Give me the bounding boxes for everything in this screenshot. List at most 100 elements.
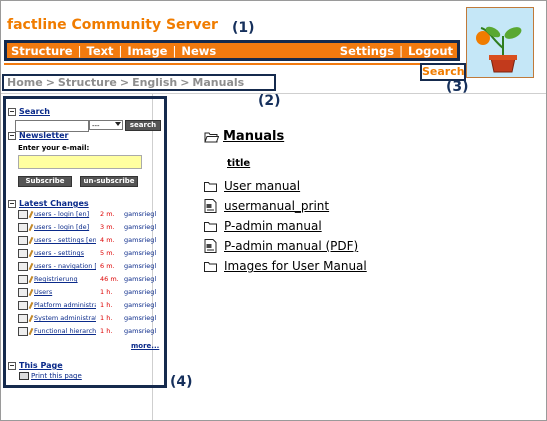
content-top-rule bbox=[1, 93, 546, 94]
page-type-icon bbox=[18, 248, 28, 258]
callout-3: (3) bbox=[446, 79, 469, 95]
column-header-title[interactable]: title bbox=[227, 158, 251, 169]
search-link[interactable]: Search bbox=[420, 63, 466, 81]
unsubscribe-button[interactable]: un-subscribe bbox=[80, 176, 138, 187]
list-item[interactable]: User manual bbox=[204, 179, 300, 193]
change-user[interactable]: gamsriegl bbox=[124, 314, 157, 322]
list-item-label: P-admin manual bbox=[224, 219, 322, 233]
change-row: Users 1 h. gamsriegl bbox=[18, 287, 168, 297]
list-item[interactable]: Images for User Manual bbox=[204, 259, 367, 273]
edit-pencil-icon bbox=[28, 210, 34, 218]
breadcrumb-separator: > bbox=[119, 76, 130, 89]
breadcrumb-english[interactable]: English bbox=[132, 76, 178, 89]
change-row: Registrierung 46 m. gamsriegl bbox=[18, 274, 168, 284]
change-user[interactable]: gamsriegl bbox=[124, 223, 157, 231]
document-icon bbox=[204, 199, 217, 213]
edit-pencil-icon bbox=[28, 314, 34, 322]
change-link[interactable]: users - settings [en] bbox=[34, 236, 96, 244]
nav-text[interactable]: Text bbox=[86, 43, 114, 58]
page-type-icon bbox=[18, 235, 28, 245]
change-user[interactable]: gamsriegl bbox=[124, 288, 157, 296]
chevron-down-icon bbox=[115, 122, 121, 126]
collapse-icon[interactable] bbox=[8, 107, 16, 116]
change-row: System administrat 1 h. gamsriegl bbox=[18, 313, 168, 323]
change-user[interactable]: gamsriegl bbox=[124, 249, 157, 257]
collapse-icon[interactable] bbox=[8, 131, 16, 140]
nav-structure[interactable]: Structure bbox=[11, 43, 73, 58]
printer-icon bbox=[19, 372, 29, 380]
change-row: users - navigation [e 6 m. gamsriegl bbox=[18, 261, 168, 271]
list-item-label: Images for User Manual bbox=[224, 259, 367, 273]
print-page-link[interactable]: Print this page bbox=[19, 372, 82, 380]
collapse-icon[interactable] bbox=[8, 361, 16, 370]
change-link[interactable]: Registrierung bbox=[34, 275, 78, 283]
nav-image[interactable]: Image bbox=[127, 43, 168, 58]
callout-2: (2) bbox=[258, 93, 281, 109]
email-field[interactable] bbox=[18, 155, 142, 169]
change-user[interactable]: gamsriegl bbox=[124, 275, 157, 283]
more-link[interactable]: more... bbox=[131, 342, 160, 350]
change-time: 4 m. bbox=[100, 236, 115, 244]
change-time: 6 m. bbox=[100, 262, 115, 270]
change-user[interactable]: gamsriegl bbox=[124, 301, 157, 309]
list-item[interactable]: usermanual_print bbox=[204, 199, 329, 213]
nav-news[interactable]: News bbox=[181, 43, 217, 58]
folder-icon bbox=[204, 221, 217, 232]
list-item[interactable]: P-admin manual bbox=[204, 219, 322, 233]
list-item[interactable]: P-admin manual (PDF) bbox=[204, 239, 358, 253]
change-link[interactable]: System administrat bbox=[34, 314, 96, 322]
change-link[interactable]: users - navigation [e bbox=[34, 262, 96, 270]
page-type-icon bbox=[18, 313, 28, 323]
change-user[interactable]: gamsriegl bbox=[124, 210, 157, 218]
list-item-label: P-admin manual (PDF) bbox=[224, 239, 359, 253]
search-section-label: Search bbox=[19, 107, 50, 116]
page-type-icon bbox=[18, 326, 28, 336]
breadcrumb-structure[interactable]: Structure bbox=[57, 76, 117, 89]
nav-separator: | bbox=[77, 43, 82, 58]
change-row: users - login [de] 3 m. gamsriegl bbox=[18, 222, 168, 232]
search-section-title[interactable]: Search bbox=[8, 107, 50, 116]
change-user[interactable]: gamsriegl bbox=[124, 236, 157, 244]
page-title: Manuals bbox=[204, 129, 284, 144]
main-nav-bar: Structure | Text | Image | News Settings… bbox=[4, 40, 460, 61]
change-row: users - settings [en] 4 m. gamsriegl bbox=[18, 235, 168, 245]
subscribe-button[interactable]: Subscribe bbox=[18, 176, 72, 187]
change-user[interactable]: gamsriegl bbox=[124, 262, 157, 270]
nav-right-group: Settings | Logout bbox=[340, 44, 453, 58]
nav-left-group: Structure | Text | Image | News bbox=[11, 44, 216, 58]
search-scope-select[interactable]: --- bbox=[89, 120, 123, 130]
edit-pencil-icon bbox=[28, 249, 34, 257]
change-row: users - login [en] 2 m. gamsriegl bbox=[18, 209, 168, 219]
page-title-text[interactable]: Manuals bbox=[223, 129, 285, 144]
change-link[interactable]: Functional hierarch bbox=[34, 327, 96, 335]
callout-4: (4) bbox=[170, 374, 193, 390]
breadcrumb-manuals[interactable]: Manuals bbox=[192, 76, 245, 89]
latest-changes-section-title[interactable]: Latest Changes bbox=[8, 199, 89, 208]
page-type-icon bbox=[18, 300, 28, 310]
change-row: Functional hierarch 1 h. gamsriegl bbox=[18, 326, 168, 336]
change-link[interactable]: users - login [de] bbox=[34, 223, 90, 231]
search-input[interactable] bbox=[15, 120, 89, 132]
change-link[interactable]: Platform administrat bbox=[34, 301, 96, 309]
newsletter-section-label: Newsletter bbox=[19, 131, 69, 140]
this-page-section-title[interactable]: This Page bbox=[8, 361, 63, 370]
search-button[interactable]: search bbox=[125, 120, 161, 131]
nav-settings[interactable]: Settings bbox=[339, 43, 395, 58]
change-time: 1 h. bbox=[100, 327, 113, 335]
list-item-label: usermanual_print bbox=[224, 199, 330, 213]
breadcrumb-home[interactable]: Home bbox=[7, 76, 43, 89]
nav-logout[interactable]: Logout bbox=[407, 43, 453, 58]
breadcrumb-separator: > bbox=[45, 76, 55, 89]
change-link[interactable]: Users bbox=[34, 288, 53, 296]
change-user[interactable]: gamsriegl bbox=[124, 327, 157, 335]
nav-separator: | bbox=[399, 43, 403, 58]
change-time: 46 m. bbox=[100, 275, 119, 283]
page-type-icon bbox=[18, 209, 28, 219]
change-link[interactable]: users - settings bbox=[34, 249, 84, 257]
change-link[interactable]: users - login [en] bbox=[34, 210, 90, 218]
collapse-icon[interactable] bbox=[8, 199, 16, 208]
sidebar: Search --- search Newsletter Enter your … bbox=[3, 96, 167, 388]
page-type-icon bbox=[18, 261, 28, 271]
nav-separator: | bbox=[172, 43, 177, 58]
newsletter-section-title[interactable]: Newsletter bbox=[8, 131, 68, 140]
